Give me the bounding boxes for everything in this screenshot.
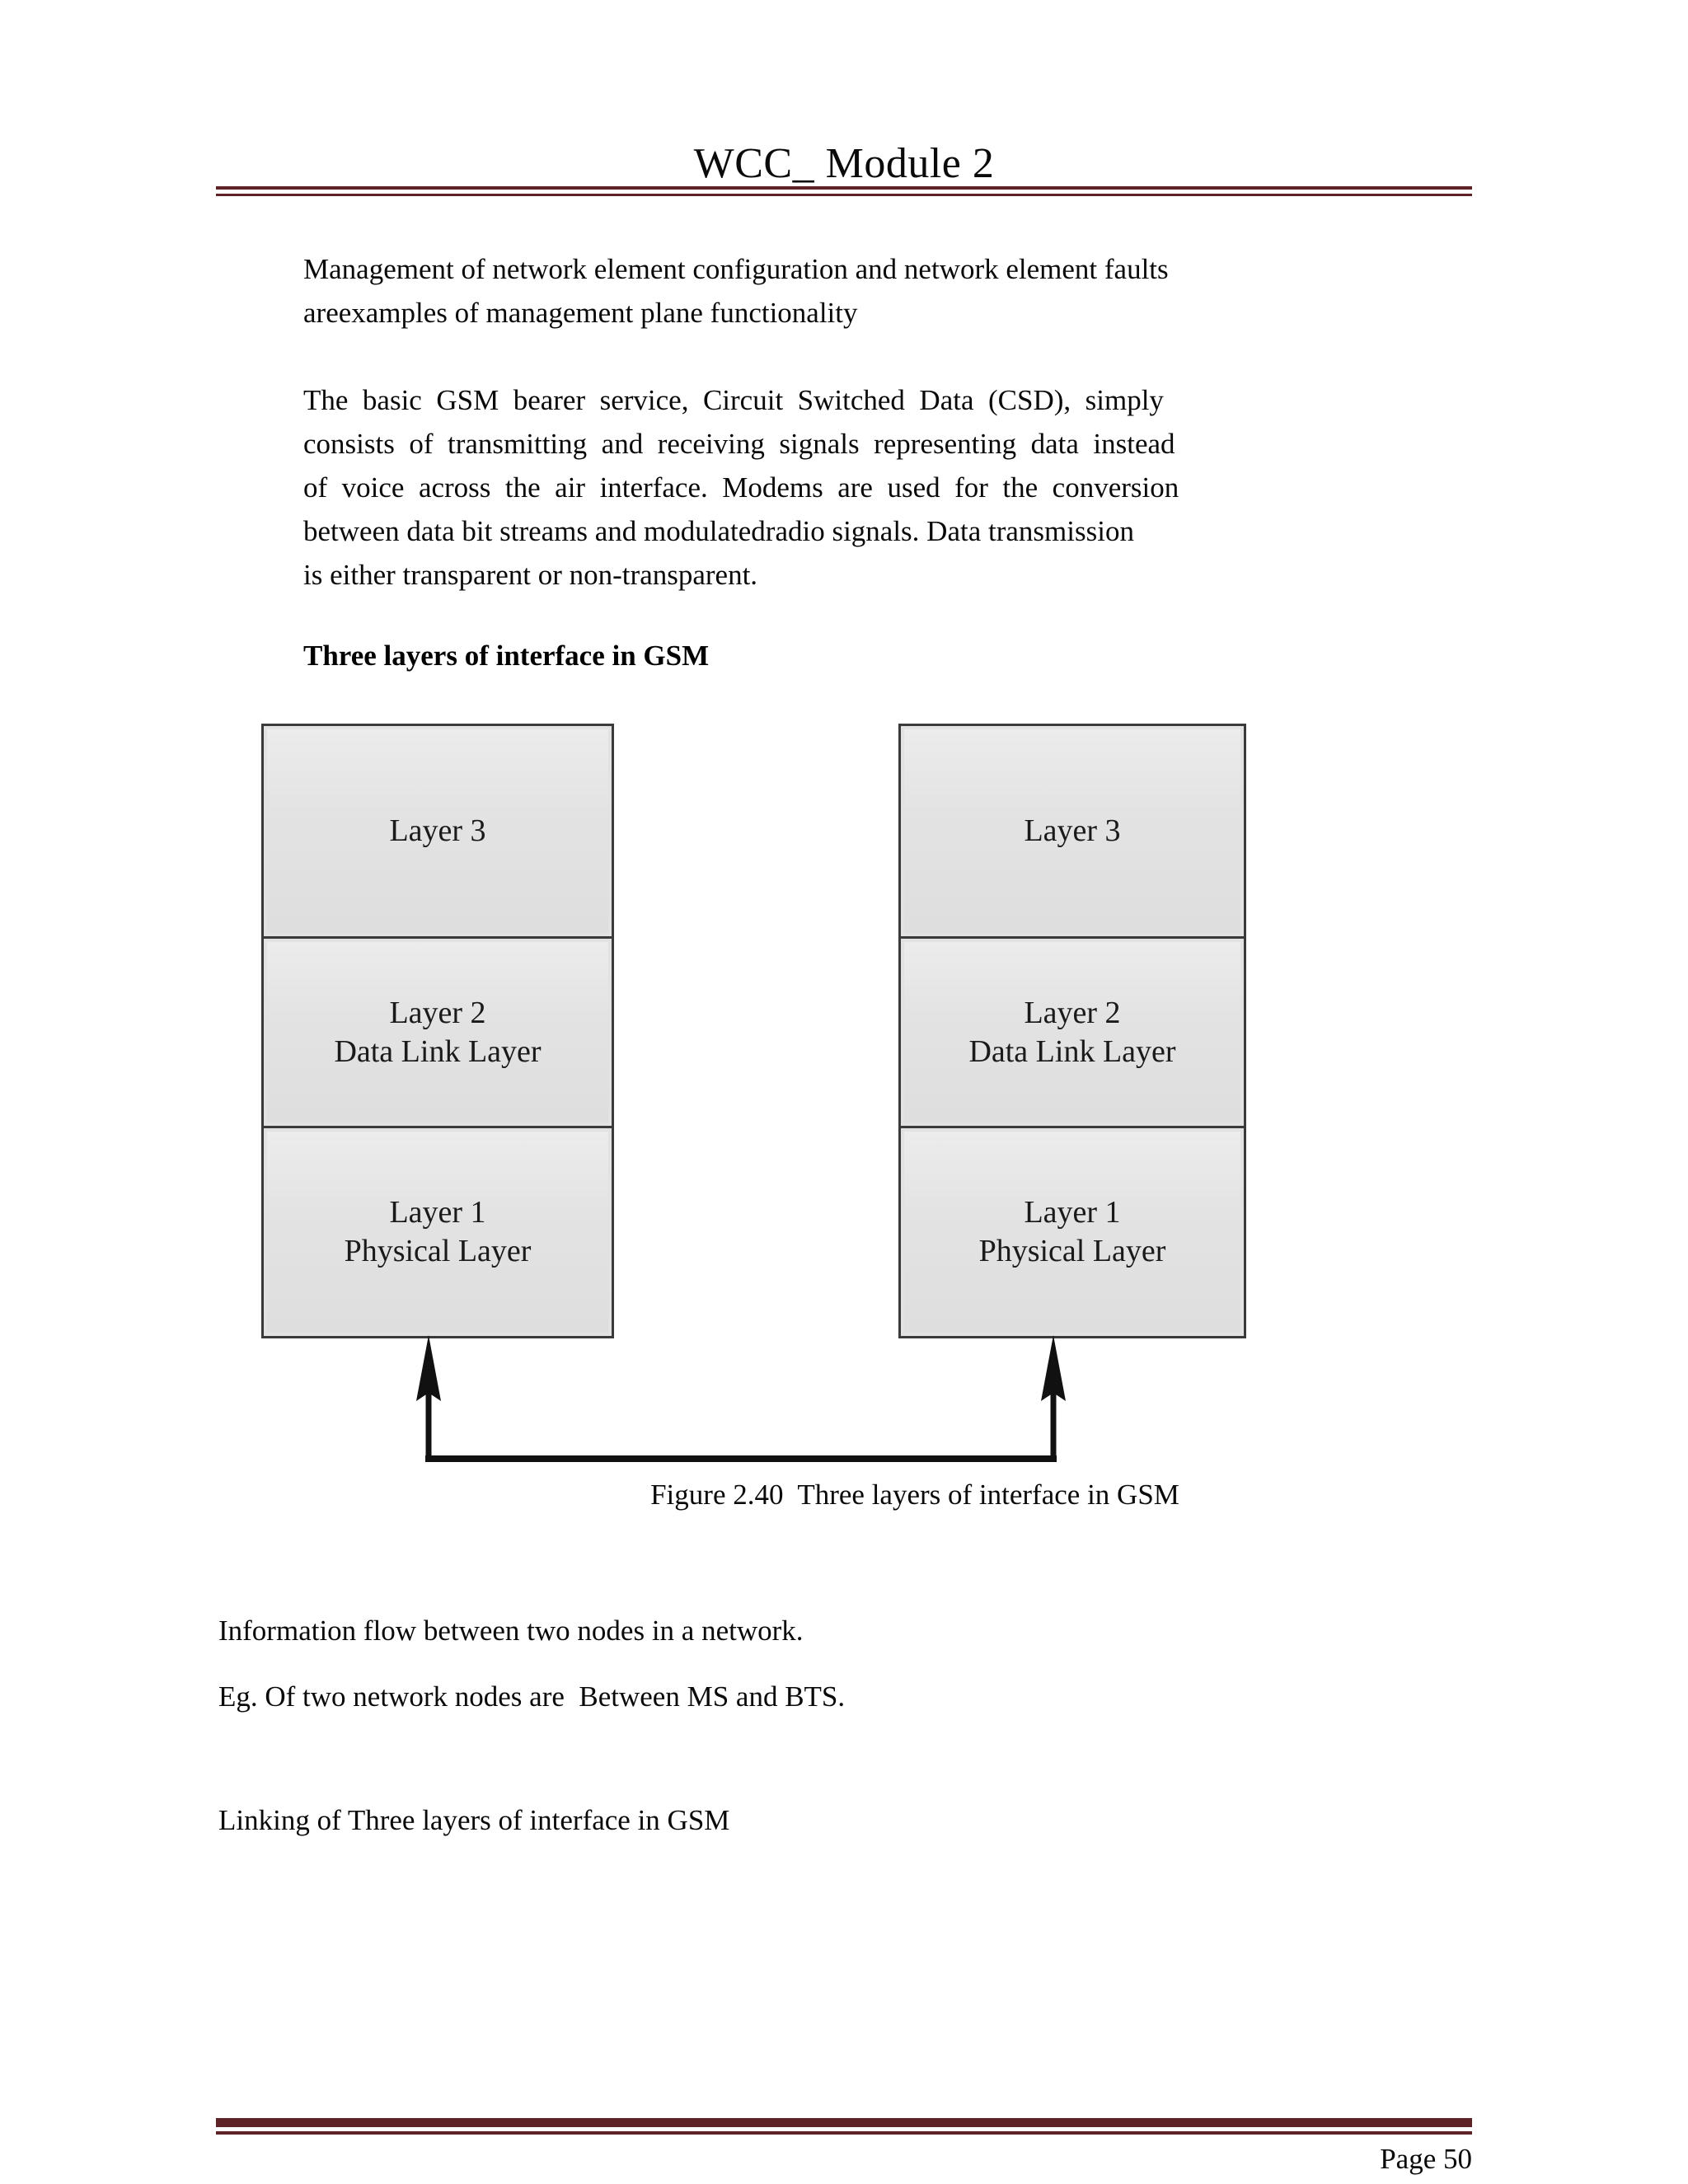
csd-line-3: of voice across the air interface. Modem…: [303, 471, 1179, 504]
csd-line-2: consists of transmitting and receiving s…: [303, 428, 1175, 460]
trailing-line-linking-layers: Linking of Three layers of interface in …: [218, 1804, 730, 1836]
header-rule-thin: [216, 194, 1472, 196]
csd-line-4: between data bit streams and modulatedra…: [303, 515, 1134, 547]
csd-line-5: is either transparent or non-transparent…: [303, 559, 758, 591]
connector-left-arrowhead: [416, 1335, 441, 1401]
page-header-title: WCC_ Module 2: [693, 140, 995, 187]
page-number: Page 50: [1380, 2143, 1472, 2175]
trailing-line-information-flow: Information flow between two nodes in a …: [218, 1615, 804, 1647]
layer-box-right-layer3: Layer 3: [898, 724, 1246, 936]
intro-paragraph: Management of network element configurat…: [303, 253, 1169, 329]
footer-rule-gap: [216, 2127, 1472, 2131]
header-rule: [216, 186, 1472, 196]
layer-box-left-layer1: Layer 1 Physical Layer: [261, 1126, 614, 1338]
layer-box-right-layer3-label: Layer 3: [1024, 813, 1121, 848]
connector-right-arrowhead: [1041, 1335, 1066, 1401]
page-header: WCC_ Module 2: [216, 140, 1472, 188]
layer-box-left-layer1-label: Layer 1 Physical Layer: [344, 1195, 532, 1268]
layer-box-right-layer2: Layer 2 Data Link Layer: [898, 936, 1246, 1126]
layer-box-right-layer1-label: Layer 1 Physical Layer: [978, 1195, 1166, 1268]
layer-box-left-layer3-label: Layer 3: [389, 813, 486, 848]
trailing-line-example-nodes: Eg. Of two network nodes are Between MS …: [218, 1680, 846, 1713]
footer-rule-thick: [216, 2118, 1472, 2127]
footer-rule: [216, 2118, 1472, 2135]
layer-stack-right: Layer 3 Layer 2 Data Link Layer Layer 1 …: [898, 724, 1246, 1338]
header-rule-thick: [216, 186, 1472, 190]
header-rule-gap: [216, 190, 1472, 194]
layer-box-left-layer2: Layer 2 Data Link Layer: [261, 936, 614, 1126]
figure-caption: Figure 2.40 Three layers of interface in…: [650, 1479, 1179, 1511]
footer-rule-thin: [216, 2131, 1472, 2135]
section-heading: Three layers of interface in GSM: [303, 640, 710, 672]
layer-stack-left: Layer 3 Layer 2 Data Link Layer Layer 1 …: [261, 724, 614, 1338]
layer-box-right-layer2-label: Layer 2 Data Link Layer: [968, 995, 1176, 1069]
csd-line-1: The basic GSM bearer service, Circuit Sw…: [303, 384, 1164, 416]
layer-box-left-layer3: Layer 3: [261, 724, 614, 936]
layer-box-left-layer2-label: Layer 2 Data Link Layer: [334, 995, 542, 1069]
csd-paragraph: The basic GSM bearer service, Circuit Sw…: [303, 378, 1266, 597]
layer-box-right-layer1: Layer 1 Physical Layer: [898, 1126, 1246, 1338]
